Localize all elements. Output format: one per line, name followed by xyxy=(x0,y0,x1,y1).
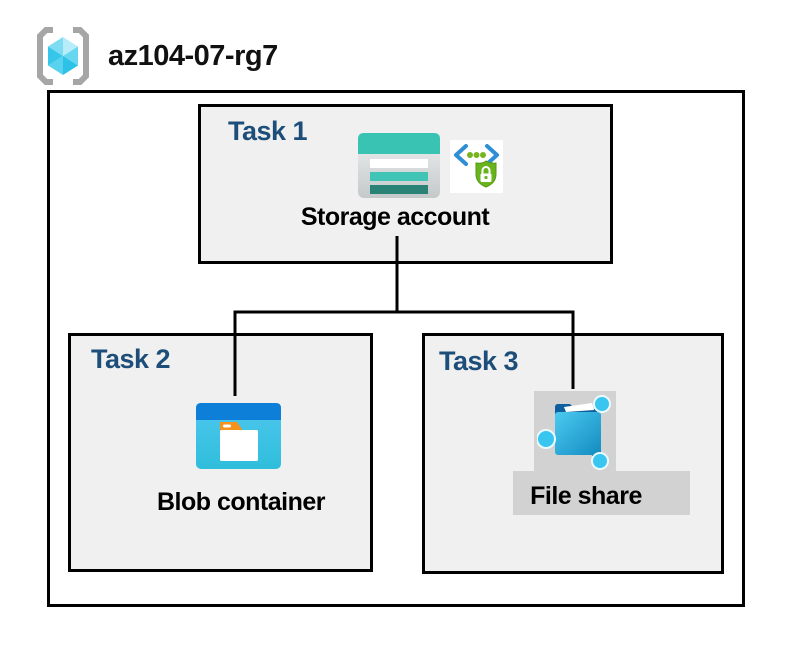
file-share-label: File share xyxy=(530,482,642,510)
storage-account-icon xyxy=(358,133,440,198)
task3-box: Task 3 File share xyxy=(422,333,724,574)
task2-box: Task 2 Blob container xyxy=(68,333,373,572)
task3-label: Task 3 xyxy=(439,346,519,376)
blob-container-label: Blob container xyxy=(156,488,326,516)
blob-container-icon xyxy=(196,403,281,469)
file-share-label-highlight xyxy=(513,471,690,515)
file-share-icon xyxy=(537,395,611,470)
task1-label: Task 1 xyxy=(228,116,308,146)
resource-group-icon xyxy=(37,27,89,85)
task1-box: Task 1 Storage account xyxy=(198,104,613,264)
resource-group-title: az104-07-rg7 xyxy=(108,40,278,72)
task2-label: Task 2 xyxy=(91,344,171,374)
code-shield-lock-icon xyxy=(450,140,503,193)
storage-account-label: Storage account xyxy=(300,203,490,231)
